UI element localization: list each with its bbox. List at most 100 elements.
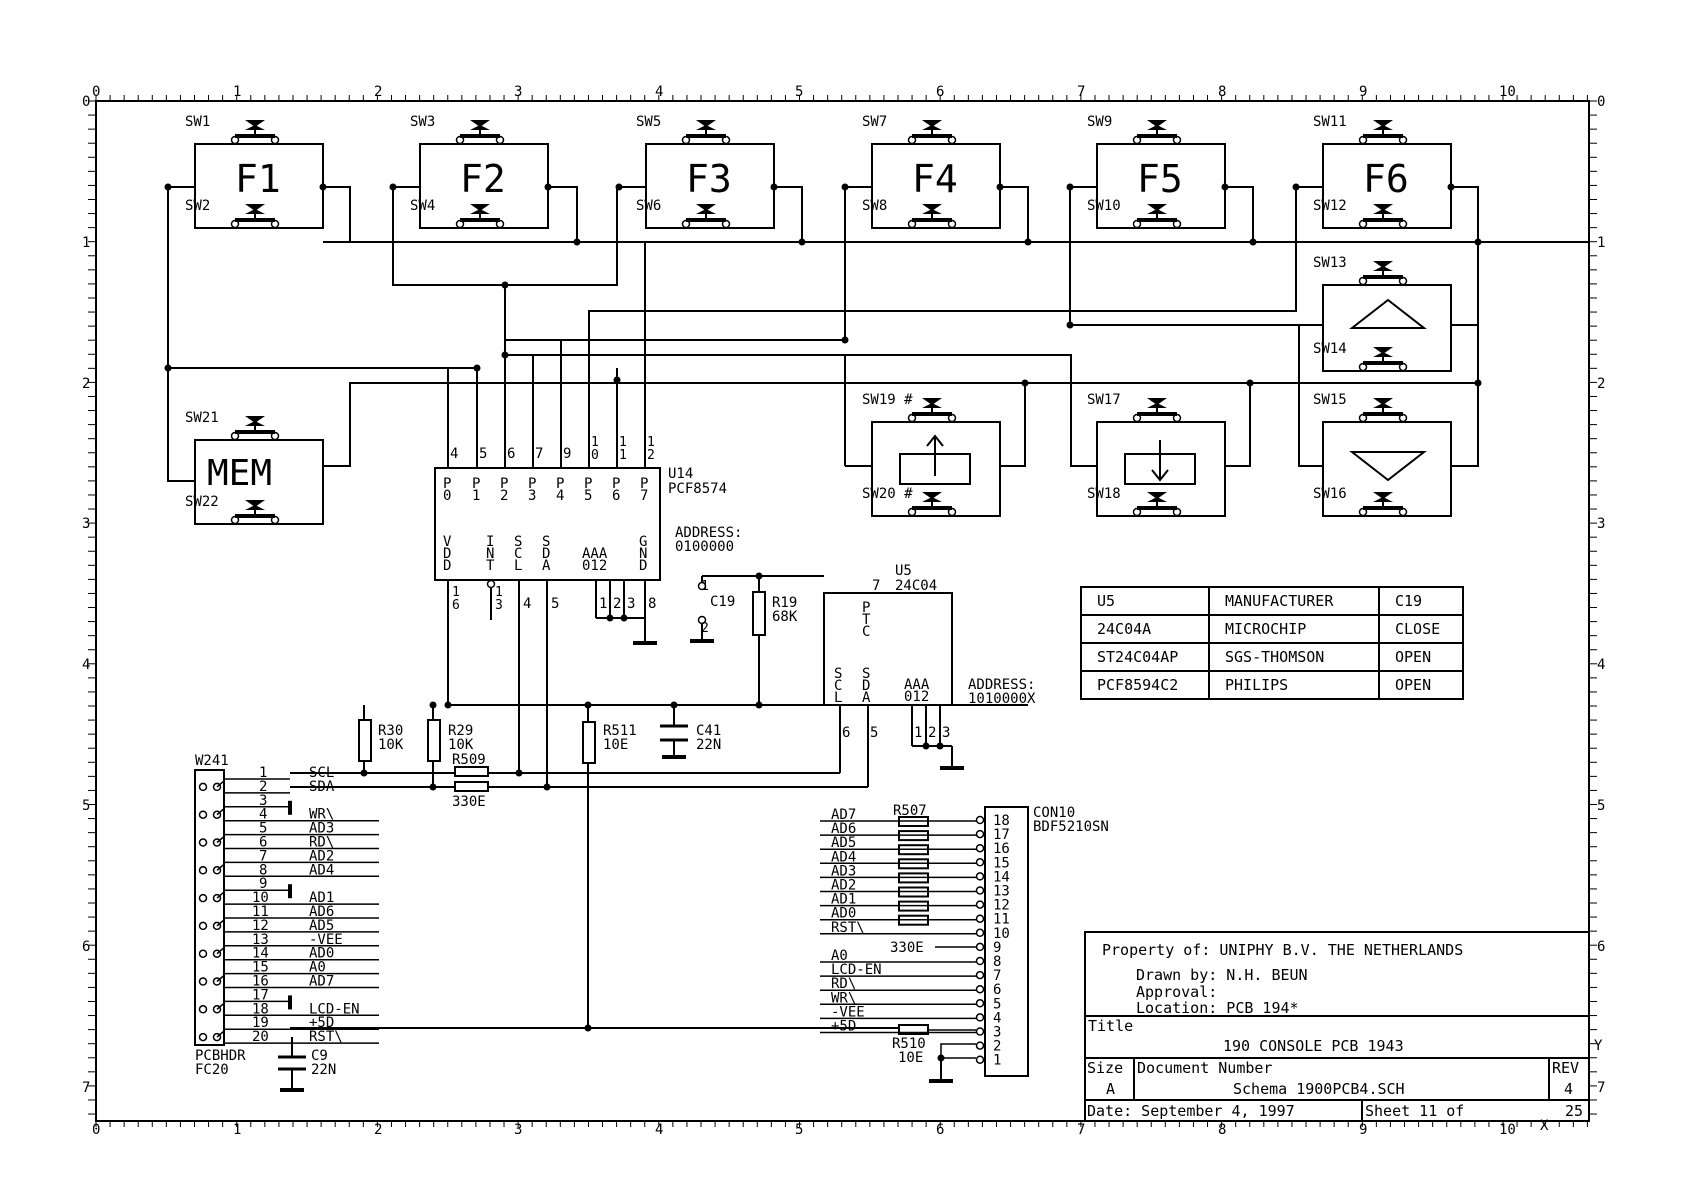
junction-dot <box>615 183 623 191</box>
switch-cap <box>1373 398 1393 405</box>
pin-pad <box>198 866 208 875</box>
title-property: Property of: UNIPHY B.V. THE NETHERLANDS <box>1102 941 1463 959</box>
switch-label-bottom: SW12 <box>1313 198 1347 214</box>
con10-signal: AD1 <box>831 892 856 908</box>
junction-dot <box>1066 183 1074 191</box>
wire <box>588 187 1297 440</box>
w241-tap <box>216 808 225 816</box>
col-label-bottom: 1 <box>233 1122 241 1138</box>
con10-signal: WR\ <box>831 990 856 1006</box>
con10-signal: AD2 <box>831 878 856 894</box>
switch-frame-up-arrow <box>871 421 1001 517</box>
junction-dot <box>613 376 621 384</box>
pin-pad <box>975 1027 985 1036</box>
con10-pin-number: 15 <box>993 855 1010 871</box>
switch-cap <box>1147 403 1167 408</box>
rev-value: 4 <box>1564 1080 1573 1098</box>
switch-cap <box>696 125 716 130</box>
switch-cap <box>922 204 942 211</box>
con10-signal: AD7 <box>831 807 856 823</box>
w241-pin-number: 13 <box>252 932 269 948</box>
switch-label-bottom: SW2 <box>185 198 210 214</box>
col-label-bottom: 9 <box>1359 1122 1367 1138</box>
rnet-element <box>898 816 929 827</box>
pin-pad <box>975 928 985 938</box>
con10-pin-number: 7 <box>993 968 1001 984</box>
switch-cap <box>1373 497 1393 502</box>
u14-pin-number: 1 <box>452 585 460 600</box>
docnum-value: Schema 1900PCB4.SCH <box>1233 1080 1405 1098</box>
col-label-bottom: 7 <box>1077 1122 1085 1138</box>
w241-pin-number: 1 <box>259 765 267 781</box>
con10-signal: RD\ <box>831 976 856 992</box>
u14-pin-name: P <box>556 476 564 492</box>
junction-dot <box>1221 183 1229 191</box>
con10-signal: +5D <box>831 1019 856 1035</box>
u14-pin-number: 6 <box>507 446 515 462</box>
switch-cap <box>245 209 265 214</box>
col-label-top: 4 <box>655 84 663 100</box>
junction-dot <box>319 183 327 191</box>
switch-cap <box>1373 125 1393 130</box>
u5-pin-number: 2 <box>928 725 936 741</box>
con10-pin-number: 14 <box>993 869 1010 885</box>
table-cell: PHILIPS <box>1225 676 1288 694</box>
u14-pin-name: P <box>584 476 592 492</box>
wire <box>505 354 1097 467</box>
size-label: Size <box>1087 1059 1123 1077</box>
col-label-top: 7 <box>1077 84 1085 100</box>
switch-label-top: SW1 <box>185 114 210 130</box>
c19-pin: 1 <box>701 579 709 594</box>
con10-pin-number: 13 <box>993 884 1010 900</box>
switch-cap <box>1147 120 1167 127</box>
up-triangle-icon <box>1349 298 1427 329</box>
row-label-right: 5 <box>1597 798 1605 814</box>
u5-address-label: ADDRESS: <box>968 677 1035 693</box>
r19-value: 68K <box>772 609 798 625</box>
switch-cap <box>922 398 942 405</box>
u14-pin-number: 1 <box>599 596 607 612</box>
u14-pin-name: 4 <box>556 488 564 504</box>
switch-cap <box>922 497 942 502</box>
w241-signal: AD5 <box>309 918 334 934</box>
con10-part: BDF5210SN <box>1033 819 1109 835</box>
junction-dot <box>841 183 849 191</box>
c41-ref: C41 <box>696 723 721 739</box>
con10-signal: AD0 <box>831 906 856 922</box>
title-label: Title <box>1088 1017 1133 1035</box>
title-location: Location: PCB 194* <box>1136 999 1299 1017</box>
u14-pin-name: P <box>443 476 451 492</box>
switch-cap <box>245 125 265 130</box>
rnet-element <box>898 872 929 884</box>
con10-pin-number: 5 <box>993 996 1001 1012</box>
pin-pad <box>198 838 208 847</box>
u14-pin-name: D <box>639 558 647 574</box>
x-mark: X <box>1540 1118 1549 1134</box>
u14-pin-name: 012 <box>582 558 607 574</box>
r509-ref: R509 <box>452 752 486 768</box>
w241-pin-number: 10 <box>252 890 269 906</box>
switch-cap <box>696 204 716 211</box>
w241-tap <box>216 835 225 844</box>
switch-label-top: SW3 <box>410 114 435 130</box>
switch-label-top: SW15 <box>1313 392 1347 408</box>
w241-signal: AD0 <box>309 946 334 962</box>
sheet-value: Sheet 11 of <box>1365 1102 1464 1120</box>
con10-pin-number: 2 <box>993 1039 1001 1055</box>
row-label-right: 2 <box>1597 376 1605 392</box>
sheet-total: 25 <box>1565 1102 1583 1120</box>
con10-pin-number: 12 <box>993 898 1010 914</box>
con10-pin-number: 17 <box>993 827 1010 843</box>
row-label-left: 5 <box>82 798 90 814</box>
w241-tap <box>216 919 225 927</box>
junction-dot <box>473 364 481 372</box>
switch-label-top: SW19 # <box>862 392 913 408</box>
w241-pin-number: 18 <box>252 1001 269 1017</box>
table-header-cell: MANUFACTURER <box>1225 592 1334 610</box>
u14-pin-number: 3 <box>627 596 635 612</box>
w241-pin-number: 3 <box>259 793 267 809</box>
con10-pin-number: 16 <box>993 841 1010 857</box>
switch-cap <box>1373 266 1393 271</box>
pin-pad <box>198 1032 208 1042</box>
table-header-cell: U5 <box>1097 592 1115 610</box>
